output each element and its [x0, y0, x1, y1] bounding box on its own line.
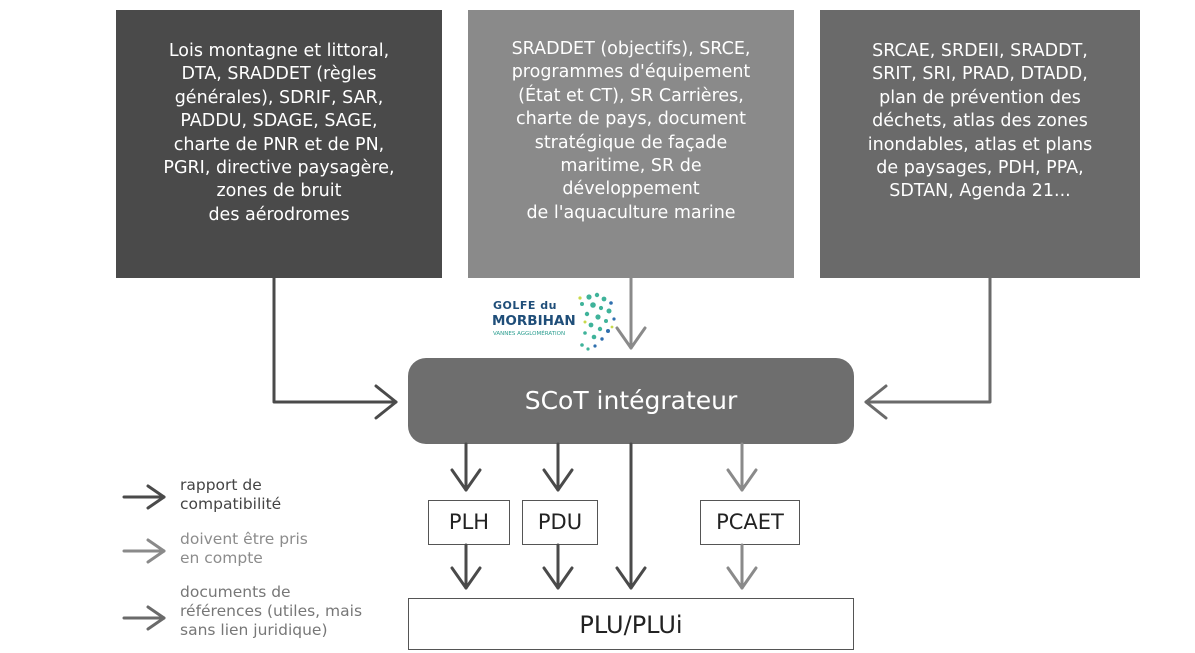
legend-arrow-take-into-account	[122, 538, 166, 564]
plu-plui-box: PLU/PLUi	[408, 598, 854, 650]
arrow-middle-to-scot	[615, 276, 647, 350]
reference-sources-box: SRCAE, SRDEII, SRADDT, SRIT, SRI, PRAD, …	[820, 10, 1140, 278]
legend-arrow-reference	[122, 605, 166, 631]
logo-line3: VANNES AGGLOMÉRATION	[493, 331, 566, 337]
arrow-scot-to-pcaet	[726, 442, 758, 492]
pcaet-box: PCAET	[700, 500, 800, 545]
golfe-du-morbihan-logo: GOLFE du MORBIHAN VANNES AGGLOMÉRATION	[491, 287, 621, 357]
arrow-scot-to-pdu	[542, 442, 574, 492]
logo-dots-graphic	[578, 292, 616, 351]
scot-integrateur-box: SCoT intégrateur	[408, 358, 854, 444]
legend-references-label: documents de références (utiles, mais sa…	[180, 583, 363, 639]
legend-compatibility-label: rapport de compatibilité	[180, 476, 282, 513]
legend-arrow-compatibility	[122, 484, 166, 510]
legend-take-into-account-label: doivent être pris en compte	[180, 530, 308, 567]
arrow-pcaet-to-plu	[726, 543, 758, 590]
arrow-right-to-scot	[864, 276, 992, 420]
arrow-left-to-scot	[272, 276, 398, 420]
plh-box: PLH	[428, 500, 510, 545]
arrow-pdu-to-plu	[542, 543, 574, 590]
arrow-plh-to-plu	[450, 543, 482, 590]
logo-line1: GOLFE du	[493, 299, 557, 312]
arrow-scot-to-plh	[450, 442, 482, 492]
pdu-box: PDU	[522, 500, 598, 545]
arrow-scot-to-plu	[615, 442, 647, 590]
compatibility-sources-box: Lois montagne et littoral, DTA, SRADDET …	[116, 10, 442, 278]
logo-line2: MORBIHAN	[492, 313, 576, 329]
take-into-account-sources-box: SRADDET (objectifs), SRCE, programmes d'…	[468, 10, 794, 278]
